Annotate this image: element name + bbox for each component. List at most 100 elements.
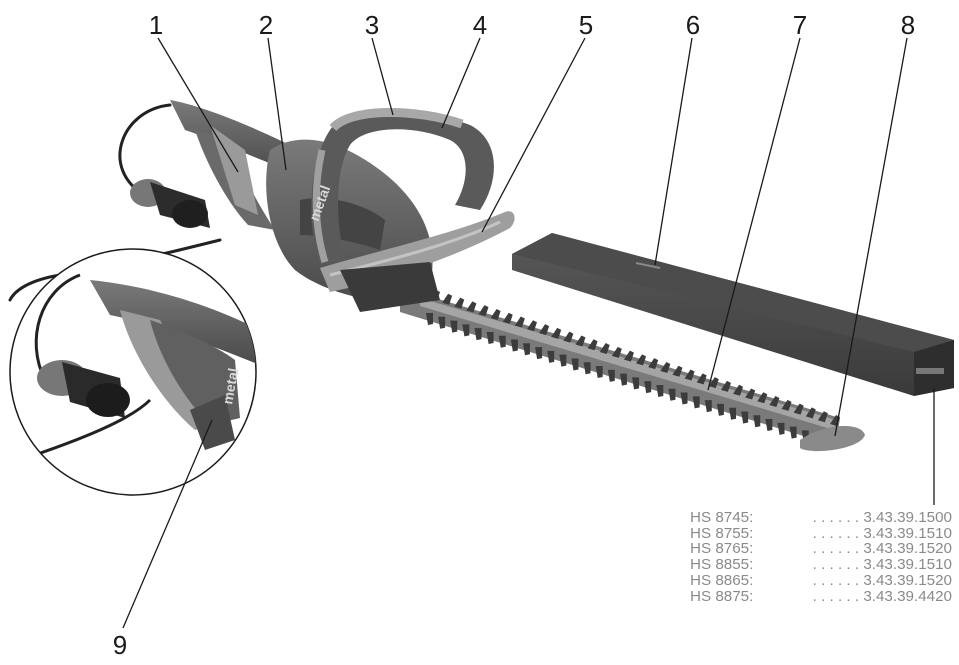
- spare-parts-list: HS 8745: . . . . . . 3.43.39.1500 HS 875…: [690, 510, 952, 604]
- blade-tooth: [720, 380, 731, 392]
- blade-tooth: [535, 347, 543, 360]
- part-model: HS 8865:: [690, 571, 754, 589]
- blade-tooth: [474, 328, 482, 341]
- blade-tooth: [805, 407, 816, 419]
- callout-5: 5: [579, 10, 593, 40]
- blade-tooth: [514, 316, 525, 328]
- parts-list-row: HS 8875: . . . . . . 3.43.39.4420: [690, 587, 952, 605]
- blade-tooth: [741, 411, 749, 424]
- blade-tooth: [817, 411, 828, 423]
- blade-tooth: [733, 384, 744, 396]
- blade-tooth: [607, 369, 615, 382]
- blade-tooth: [660, 361, 671, 373]
- blade-tooth: [793, 403, 804, 415]
- blade-tooth: [656, 384, 664, 397]
- blade-tooth: [454, 297, 465, 309]
- parts-list-row: HS 8855: . . . . . . 3.43.39.1510: [690, 557, 952, 573]
- callout-2: 2: [259, 10, 273, 40]
- part-number: 3.43.39.1500: [863, 509, 952, 526]
- blade-tooth: [559, 354, 567, 367]
- blade-tooth: [753, 415, 761, 428]
- parts-list-row: HS 8755: . . . . . . 3.43.39.1510: [690, 524, 952, 542]
- blade-tooth: [502, 312, 513, 324]
- blade-tooth: [745, 388, 756, 400]
- blade-tooth: [644, 381, 652, 394]
- parts-list-row: HS 8865: . . . . . . 3.43.39.1520: [690, 571, 952, 589]
- blade-tooth: [708, 377, 719, 389]
- part-number: 3.43.39.1510: [863, 524, 952, 542]
- blade-tooth: [438, 316, 446, 329]
- callout-8: 8: [901, 10, 915, 40]
- blade-cover: [512, 233, 954, 396]
- blade-tooth: [551, 327, 562, 339]
- part-model: HS 8855:: [690, 556, 754, 574]
- leader-lines: [122, 37, 935, 629]
- part-model: HS 8745:: [690, 509, 754, 526]
- cutting-blade: [400, 290, 865, 452]
- blade-tooth: [510, 339, 518, 352]
- blade-tooth: [466, 301, 477, 313]
- inset-detail: metal: [9, 248, 257, 496]
- blade-tooth: [777, 422, 785, 435]
- blade-tooth: [587, 339, 598, 351]
- blade-tooth: [490, 308, 501, 320]
- blade-tooth: [462, 324, 470, 337]
- blade-tooth: [571, 358, 579, 371]
- blade-tooth: [668, 388, 676, 401]
- part-number: 3.43.39.4420: [863, 587, 952, 605]
- blade-tooth: [729, 407, 737, 420]
- callout-1: 1: [149, 10, 163, 40]
- cable-plug: [130, 179, 210, 228]
- blade-tooth: [692, 396, 700, 409]
- callout-9: 9: [113, 630, 127, 660]
- parts-list-row: HS 8745: . . . . . . 3.43.39.1500: [690, 510, 952, 526]
- blade-tooth: [426, 313, 433, 325]
- blade-tooth: [619, 373, 627, 386]
- parts-list-row: HS 8765: . . . . . . 3.43.39.1520: [690, 541, 952, 557]
- blade-tooth: [648, 358, 659, 370]
- part-model: HS 8765:: [690, 540, 754, 558]
- blade-tooth: [575, 335, 586, 347]
- blade-tooth: [595, 366, 603, 379]
- blade-tooth: [684, 369, 695, 381]
- blade-tooth: [704, 400, 712, 413]
- part-dots: . . . . . .: [812, 556, 864, 574]
- blade-tooth: [486, 331, 494, 344]
- blade-tooth: [522, 343, 530, 356]
- blade-tooth: [680, 392, 688, 405]
- blade-tooth: [696, 373, 707, 385]
- blade-tooth: [789, 426, 797, 439]
- blade-tooth: [672, 365, 683, 377]
- part-dots: . . . . . .: [812, 509, 864, 526]
- blade-tooth: [716, 403, 724, 416]
- blade-tooth: [526, 320, 537, 332]
- blade-tooth: [539, 324, 550, 336]
- callout-4: 4: [473, 10, 487, 40]
- blade-tooth: [623, 350, 634, 362]
- callout-labels: 1 2 3 4 5 6 7 8 9: [113, 10, 915, 660]
- blade-tooth: [757, 392, 768, 404]
- part-number: 3.43.39.1510: [863, 556, 952, 574]
- callout-3: 3: [365, 10, 379, 40]
- blade-tooth: [450, 320, 458, 333]
- part-dots: . . . . . .: [812, 587, 864, 605]
- part-dots: . . . . . .: [812, 571, 864, 589]
- part-model: HS 8875:: [690, 587, 754, 605]
- blade-tooth: [599, 343, 610, 355]
- callout-6: 6: [686, 10, 700, 40]
- blade-tooth: [636, 354, 647, 366]
- blade-tooth: [583, 362, 591, 375]
- blade-tooth: [547, 350, 555, 363]
- blade-tooth: [442, 293, 453, 305]
- blade-tooth: [781, 399, 792, 411]
- blade-tooth: [632, 377, 640, 390]
- blade-tooth: [498, 335, 506, 348]
- trimmer-body: [170, 100, 515, 312]
- blade-tooth: [769, 396, 780, 408]
- part-number: 3.43.39.1520: [863, 571, 952, 589]
- callout-7: 7: [793, 10, 807, 40]
- part-number: 3.43.39.1520: [863, 540, 952, 558]
- part-dots: . . . . . .: [812, 540, 864, 558]
- part-dots: . . . . . .: [812, 524, 864, 542]
